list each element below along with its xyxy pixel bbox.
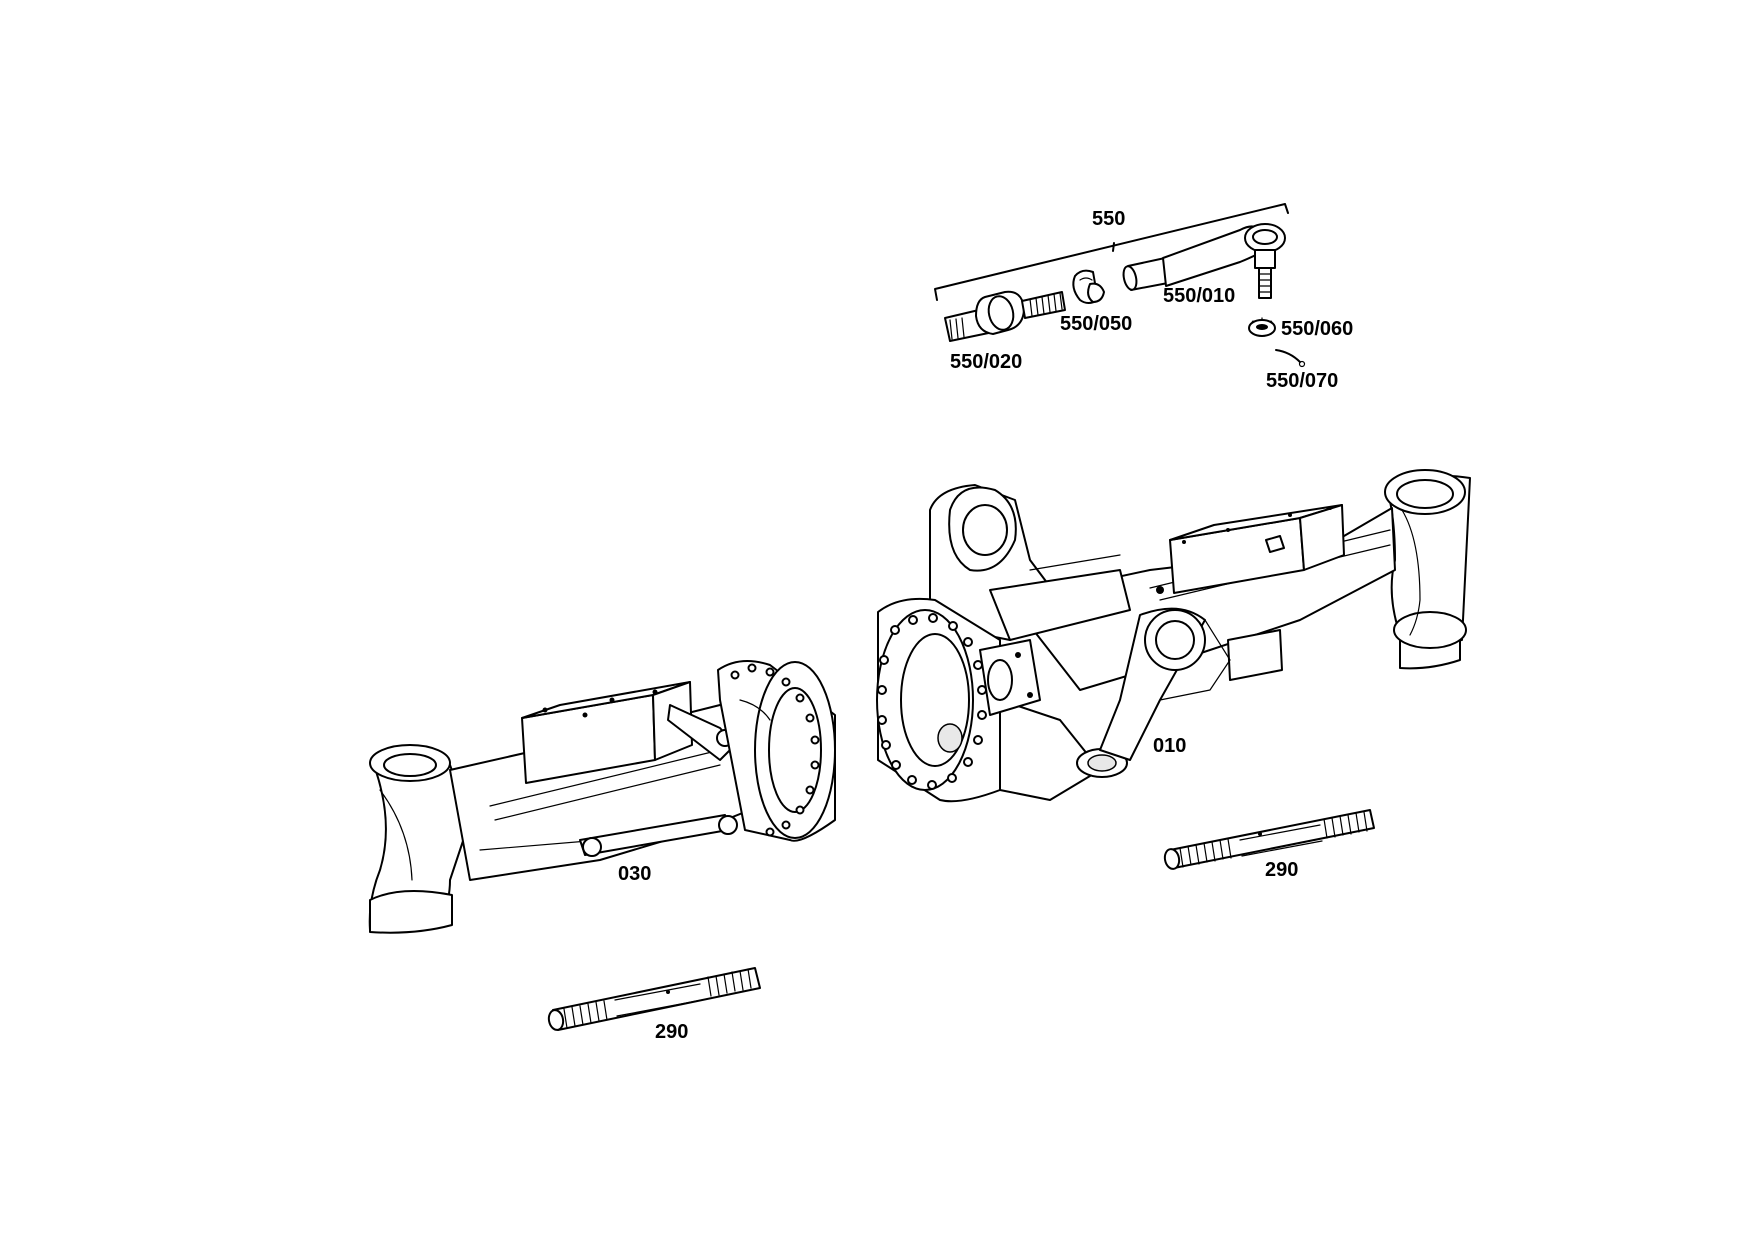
label-290-right: 290 bbox=[1265, 859, 1298, 881]
part-290-shaft-left[interactable]: 290 bbox=[547, 967, 761, 1043]
part-290-shaft-right[interactable]: 290 bbox=[1163, 809, 1375, 881]
label-550-020: 550/020 bbox=[950, 351, 1022, 373]
label-010: 010 bbox=[1153, 735, 1186, 757]
part-550-070-cotter-pin[interactable] bbox=[1275, 349, 1306, 368]
label-550-050: 550/050 bbox=[1060, 313, 1132, 335]
part-550-020-sleeve[interactable] bbox=[944, 290, 1066, 342]
part-550-010-tie-rod-end[interactable] bbox=[1121, 223, 1286, 299]
bracket-tick bbox=[1112, 242, 1115, 252]
part-030-axle-housing[interactable]: 030 bbox=[368, 660, 836, 934]
label-290-left: 290 bbox=[655, 1021, 688, 1043]
flange-bolt-holes-030 bbox=[730, 663, 820, 837]
part-550-060-castle-nut[interactable] bbox=[1248, 317, 1276, 337]
flange-bolt-holes bbox=[877, 613, 987, 790]
label-550-060: 550/060 bbox=[1281, 318, 1353, 340]
label-550: 550 bbox=[1092, 208, 1125, 230]
part-010-axle-housing[interactable]: 010 bbox=[876, 469, 1471, 803]
label-550-010: 550/010 bbox=[1163, 285, 1235, 307]
part-550-050-clamp[interactable] bbox=[1072, 269, 1105, 304]
label-550-070: 550/070 bbox=[1266, 370, 1338, 392]
assembly-bracket bbox=[934, 203, 1289, 301]
label-030: 030 bbox=[618, 863, 651, 885]
tie-rod-assembly-550: 550 550/010 550/020 550/050 550/060 550/… bbox=[934, 203, 1353, 392]
